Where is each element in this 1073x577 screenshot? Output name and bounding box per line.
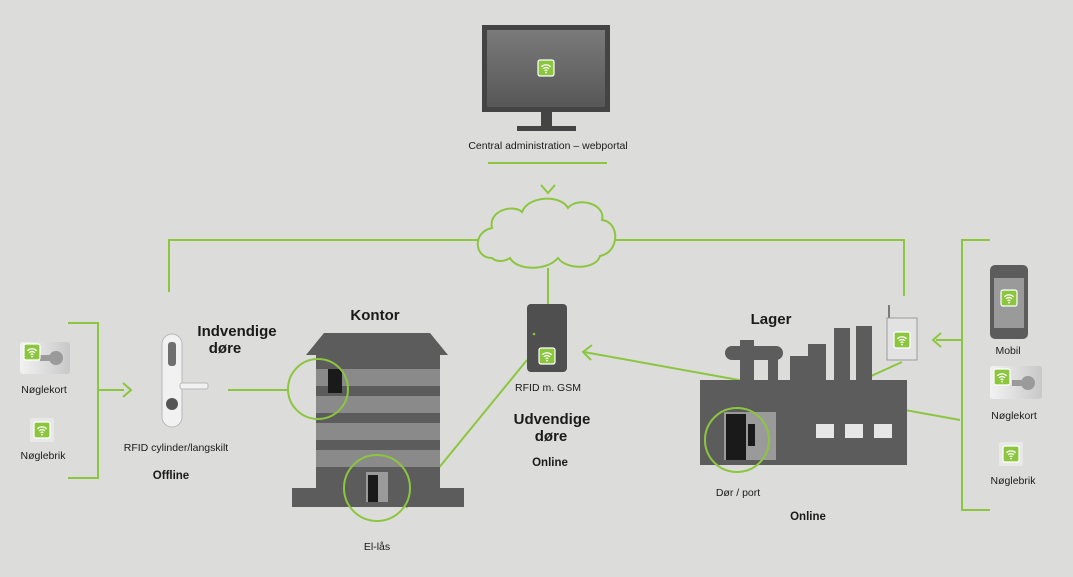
phone-label: Mobil [995,345,1021,357]
office-building-icon [287,333,464,522]
factory-icon [700,305,918,473]
left-keyfob-label: Nøglebrik [20,450,66,462]
rfid-cylinder-label: RFID cylinder/langskilt [123,442,229,454]
office-heading: Kontor [350,307,400,324]
wifi-badge-icon [537,59,555,77]
outdoor-heading-line2: døre [534,428,568,445]
right-keycard-label: Nøglekort [991,410,1037,422]
el-lock-label: El-lås [363,541,391,553]
monitor-icon [482,25,610,131]
right-keyfob-label: Nøglebrik [990,475,1036,487]
left-keycard-label: Nøglekort [21,384,67,396]
key-fob-icon [999,442,1023,466]
offline-status: Offline [152,470,190,482]
phone-icon [990,265,1028,339]
key-card-icon [990,366,1042,399]
gsm-box-icon [527,304,567,372]
central-admin-label: Central administration – webportal [468,140,628,152]
key-card-icon [20,342,70,374]
arrow-icon [122,184,942,398]
indoor-heading-line2: døre [208,340,242,357]
outdoor-online-status: Online [532,457,568,469]
cloud-icon [476,197,617,269]
warehouse-heading: Lager [750,311,792,328]
warehouse-online-status: Online [790,511,826,523]
key-fob-icon [30,418,54,442]
outdoor-heading-line1: Udvendige [513,411,591,428]
rfid-lock-icon [161,333,209,428]
indoor-heading-line1: Indvendige [197,323,277,340]
gsm-device-label: RFID m. GSM [515,382,581,394]
door-port-label: Dør / port [715,487,761,499]
